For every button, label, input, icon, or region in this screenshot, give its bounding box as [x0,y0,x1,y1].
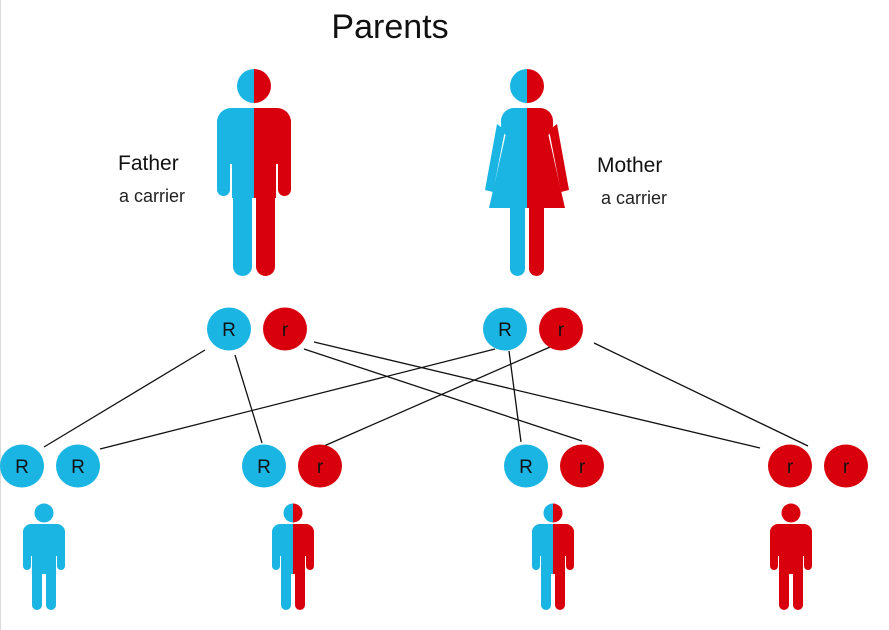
offspring-4-allele-1-label: r [787,457,794,478]
connection-line-7 [313,341,761,449]
offspring-3-allele-2: r [560,444,604,488]
offspring-3-allele-1-label: R [519,457,533,478]
father-label: Father [118,152,179,175]
father-figure [217,69,291,276]
parent-allele-4-label: r [558,320,565,341]
offspring-2-allele-1: R [242,444,286,488]
parent-allele-3-label: R [498,320,512,341]
connection-lines [43,341,809,450]
offspring-1-allele-2-label: R [71,457,85,478]
parent-allele-3: R [483,307,527,351]
offspring-4-allele-2: r [824,444,868,488]
offspring-1-allele-2: R [56,444,100,488]
connection-line-2 [99,348,496,450]
mother-label: Mother [597,154,663,177]
connection-line-3 [234,354,263,444]
mother-figure [485,69,569,276]
connection-line-5 [303,348,583,442]
offspring-figures [23,503,812,610]
offspring-4-allele-1: r [768,444,812,488]
offspring-4-figure [770,503,812,610]
parent-figures [217,69,569,276]
offspring-2-figure [272,503,314,610]
father-status: a carrier [119,186,186,206]
offspring-1-allele-1-label: R [15,457,29,478]
offspring-2-allele-2: r [298,444,342,488]
parent-allele-2: r [263,307,307,351]
connection-line-4 [323,346,551,447]
mother-status: a carrier [601,188,668,208]
offspring-3-allele-1: R [504,444,548,488]
offspring-2-allele-2-label: r [317,457,324,478]
offspring-1-allele-1: R [0,444,44,488]
offspring-3-allele-2-label: r [579,457,586,478]
left-border [0,0,1,630]
connection-line-1 [43,349,206,448]
parent-allele-1: R [207,307,251,351]
offspring-2-allele-1-label: R [257,457,271,478]
page-title: Parents [331,8,449,46]
offspring-4-allele-2-label: r [843,457,850,478]
connection-line-6 [508,350,522,443]
parent-allele-1-label: R [222,320,236,341]
connection-line-8 [593,342,809,447]
offspring-3-figure [532,503,574,610]
offspring-1-figure [23,503,65,610]
parent-allele-2-label: r [282,320,289,341]
parent-allele-4: r [539,307,583,351]
